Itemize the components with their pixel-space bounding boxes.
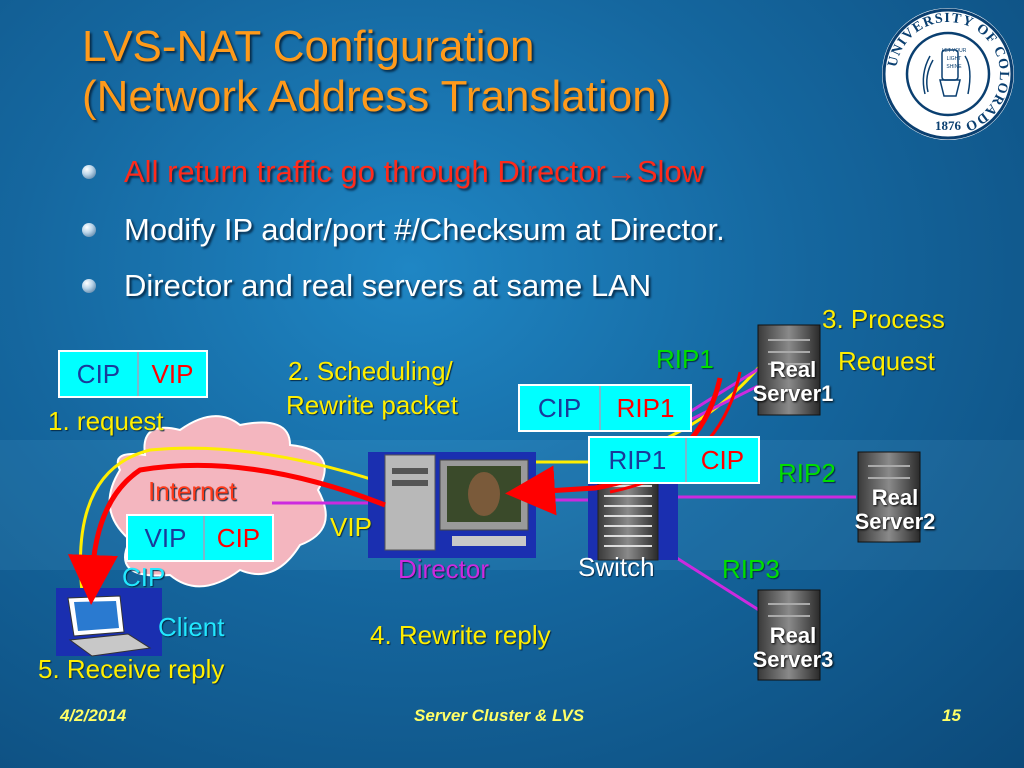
bullet-1-suffix: Slow xyxy=(636,154,705,189)
step-process-label-2: Request xyxy=(838,346,935,376)
svg-text:LET YOUR: LET YOUR xyxy=(942,48,967,54)
rip2-label: RIP2 xyxy=(778,458,836,488)
packet-client-request: CIP VIP xyxy=(58,350,208,398)
real-server3-icon xyxy=(757,589,821,681)
director-label: Director xyxy=(398,554,490,584)
packet-dst: RIP1 xyxy=(616,392,675,423)
packet-to-client: VIP CIP xyxy=(126,514,274,562)
cip-label: CIP xyxy=(122,562,166,592)
packet-from-server: RIP1 CIP xyxy=(588,436,760,484)
right-arrow-icon: → xyxy=(605,154,637,189)
lan-line-server1 xyxy=(679,366,761,420)
packet-src: CIP xyxy=(520,386,602,430)
packet-src: CIP xyxy=(60,352,139,396)
request-path-line xyxy=(78,446,381,593)
reply-arrow-director-to-client xyxy=(67,462,386,605)
bullet-2: Modify IP addr/port #/Checksum at Direct… xyxy=(82,210,725,250)
step-scheduling-label-1: 2. Scheduling/ xyxy=(288,356,453,386)
bullet-dot-icon xyxy=(82,279,96,293)
svg-text:LIGHT: LIGHT xyxy=(947,56,962,62)
rip3-label: RIP3 xyxy=(722,554,780,584)
packet-dst: VIP xyxy=(151,358,194,389)
packet-dst: CIP xyxy=(700,444,745,475)
step-receive-reply-label: 5. Receive reply xyxy=(38,654,225,684)
lan-line-server3 xyxy=(671,553,763,614)
real-server2-icon xyxy=(857,451,921,543)
rip1-label: RIP1 xyxy=(656,344,714,374)
title-line-1: LVS-NAT Configuration xyxy=(82,22,535,71)
footer-date: 4/2/2014 xyxy=(60,706,127,725)
client-laptop-icon xyxy=(56,588,162,657)
packet-src: VIP xyxy=(128,516,205,560)
client-label: Client xyxy=(158,612,225,642)
footer-title: Server Cluster & LVS xyxy=(414,706,585,725)
seal-year: 1876 xyxy=(935,118,962,133)
vip-label: VIP xyxy=(330,512,372,542)
internet-label: Internet xyxy=(148,476,237,506)
bullet-2-text: Modify IP addr/port #/Checksum at Direct… xyxy=(124,212,725,247)
bullet-1: All return traffic go through Director→S… xyxy=(82,152,704,192)
step-rewrite-reply-label: 4. Rewrite reply xyxy=(370,620,551,650)
switch-label: Switch xyxy=(578,552,655,582)
director-computer-icon xyxy=(368,452,536,558)
footer-page-number: 15 xyxy=(942,706,961,725)
step-scheduling-label-2: Rewrite packet xyxy=(286,390,458,420)
slide-title: LVS-NAT Configuration (Network Address T… xyxy=(82,22,671,122)
university-seal: UNIVERSITY OF COLORADO 1876 LET YOUR LIG… xyxy=(880,6,1016,142)
bullet-1-text: All return traffic go through Director xyxy=(124,154,606,189)
bullet-3: Director and real servers at same LAN xyxy=(82,266,651,306)
bullet-dot-icon xyxy=(82,223,96,237)
switch-icon xyxy=(588,469,678,561)
bullet-3-text: Director and real servers at same LAN xyxy=(124,268,652,303)
packet-dst: CIP xyxy=(216,522,261,553)
bullet-dot-icon xyxy=(82,165,96,179)
svg-text:SHINE: SHINE xyxy=(946,64,962,70)
real-server1-icon xyxy=(757,324,821,416)
title-line-2: (Network Address Translation) xyxy=(82,72,672,121)
packet-to-server: CIP RIP1 xyxy=(518,384,692,432)
step-request-label: 1. request xyxy=(48,406,164,436)
step-process-label-1: 3. Process xyxy=(822,304,945,334)
packet-src: RIP1 xyxy=(590,438,687,482)
